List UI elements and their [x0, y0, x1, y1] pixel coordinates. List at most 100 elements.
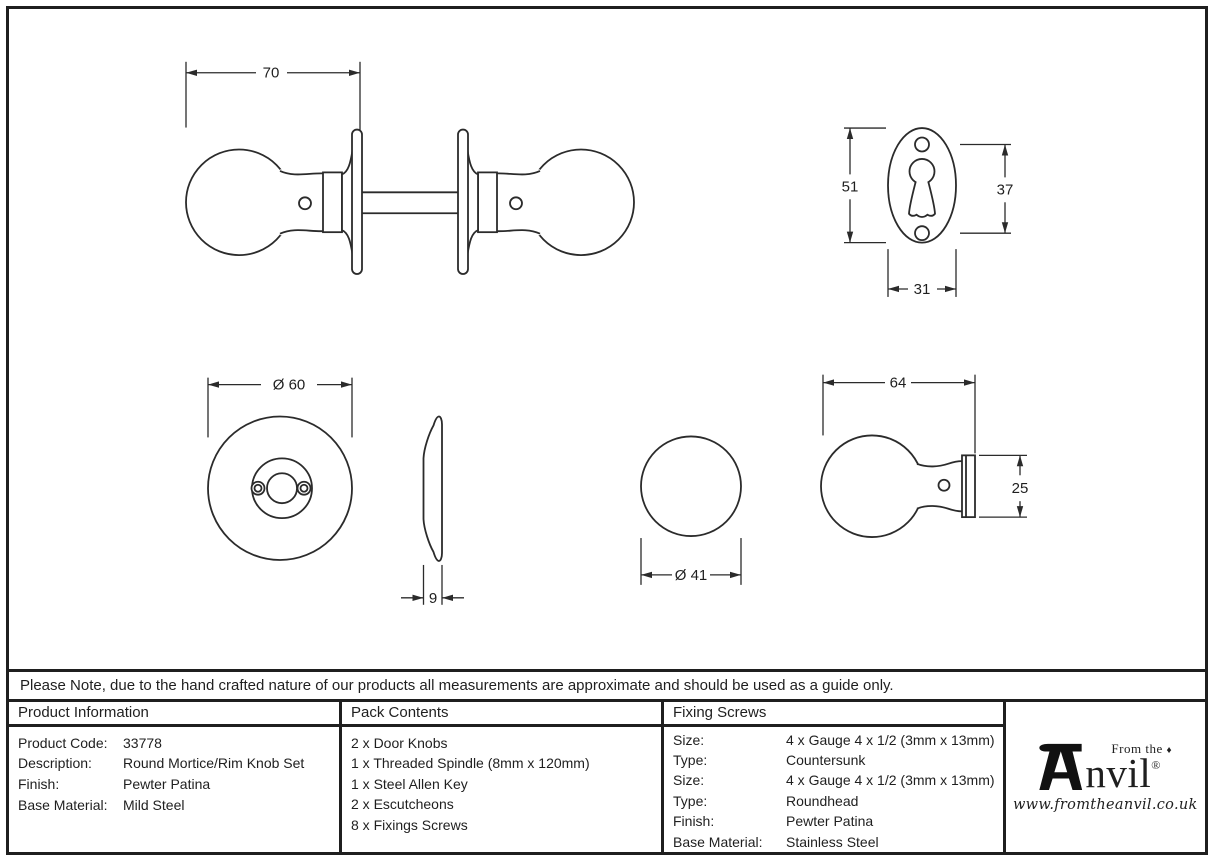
pack-contents-section: Pack Contents 2 x Door Knobs 1 x Threade… — [342, 701, 664, 852]
left-grub-screw-hole — [298, 196, 312, 211]
right-knob-ball — [527, 148, 635, 256]
row-value: Round Mortice/Rim Knob Set — [123, 755, 305, 772]
from-the-anvil-logo: From the ♦ nvil® www.fromtheanvil.co.uk — [1013, 740, 1198, 814]
right-door-knob — [457, 128, 635, 275]
row-label: Base Material: — [18, 796, 108, 813]
technical-drawing-canvas: 70 — [185, 61, 1028, 607]
info-table: Product Information Product Code: 33778 D… — [9, 701, 1205, 852]
row-value: Mild Steel — [123, 796, 185, 813]
logo-text-block: From the ♦ nvil® — [1085, 741, 1172, 794]
pack-contents-body: 2 x Door Knobs 1 x Threaded Spindle (8mm… — [342, 727, 661, 836]
table-row: Type: Countersunk — [673, 750, 995, 770]
dim-escutcheon-width: 31 — [887, 249, 957, 298]
table-row: Size:4 x Gauge 4 x 1/2 (3mm x 13mm) — [673, 770, 995, 790]
dim-label-31: 31 — [914, 281, 931, 298]
row-label: Type: — [673, 792, 708, 809]
dim-label-64: 64 — [890, 375, 907, 392]
table-row: Description: Round Mortice/Rim Knob Set — [18, 753, 331, 774]
list-item: 2 x Escutcheons — [351, 796, 454, 813]
dim-knob-base-diameter: 25 — [979, 454, 1028, 518]
dim-label-9: 9 — [429, 590, 437, 607]
dim-rose-thickness: 9 — [401, 564, 464, 607]
dim-knob-set-width: 70 — [185, 61, 361, 133]
diamond-ornament: ♦ — [1166, 744, 1173, 756]
row-value: Pewter Patina — [786, 813, 874, 830]
table-row: Finish: Pewter Patina — [673, 811, 995, 831]
rose-left-screw-hole — [250, 480, 266, 496]
drawing-knob-set-front: 70 — [185, 61, 635, 275]
row-value: Pewter Patina — [123, 775, 211, 792]
table-row: Type: Roundhead — [673, 791, 995, 811]
logo-wordmark: From the ♦ nvil® — [1038, 740, 1172, 794]
fixing-screws-section: Fixing Screws Size: 4 x Gauge 4 x 1/2 (3m… — [664, 701, 1006, 852]
right-grub-screw-hole — [509, 196, 523, 211]
row-label: Type: — [673, 751, 708, 768]
table-row: Base Material:Stainless Steel — [673, 832, 995, 852]
dim-label-70: 70 — [263, 65, 280, 82]
table-row: Finish:Pewter Patina — [18, 774, 331, 795]
dim-label-51: 51 — [842, 178, 859, 195]
dim-escutcheon-height: 51 — [842, 127, 886, 244]
drawing-rose-side: 9 — [401, 415, 464, 607]
drawing-knob-front: Ø 41 — [640, 435, 742, 585]
right-knob-collar — [477, 171, 498, 234]
row-label: Product Code: — [18, 734, 108, 751]
dim-knob-projection: 64 — [822, 375, 976, 454]
dim-rose-diameter: Ø 60 — [207, 377, 353, 438]
row-label: Finish: — [673, 813, 715, 830]
knob-side-base — [961, 454, 976, 519]
row-value: Roundhead — [786, 792, 859, 809]
logo-tagline: From the ♦ — [1085, 741, 1172, 757]
table-row: Base Material: Mild Steel — [18, 795, 331, 816]
product-information-body: Product Code: 33778 Description: Round Mor… — [9, 727, 339, 816]
escutcheon-top-screw-hole — [914, 136, 930, 153]
left-rose-profile — [351, 128, 363, 275]
drawing-knob-side: 64 25 — [820, 375, 1028, 538]
brand-name: nvil® — [1085, 752, 1172, 793]
brand-logo-cell: From the ♦ nvil® www.fromtheanvil.co.uk — [1006, 702, 1205, 852]
fixing-screws-body: Size: 4 x Gauge 4 x 1/2 (3mm x 13mm) Type… — [664, 727, 1003, 852]
left-knob-collar — [322, 171, 343, 234]
note-text: Please Note, due to the hand crafted nat… — [20, 676, 894, 694]
keyhole — [908, 158, 936, 218]
list-item: 8 x Fixings Screws — [351, 816, 468, 833]
row-value: Countersunk — [786, 751, 866, 768]
list-item: 1 x Threaded Spindle (8mm x 120mm) — [351, 755, 590, 772]
row-label: Size: — [673, 772, 705, 789]
spindle — [362, 191, 458, 215]
rose-right-screw-hole — [296, 480, 312, 496]
list-item: 1 x Steel Allen Key — [351, 775, 468, 792]
table-row: Size: 4 x Gauge 4 x 1/2 (3mm x 13mm) — [673, 730, 995, 750]
spec-sheet: 70 — [6, 6, 1208, 855]
anvil-icon — [1039, 744, 1083, 791]
left-door-knob — [185, 128, 363, 275]
escutcheon-bottom-screw-hole — [914, 225, 930, 242]
fixing-screws-header: Fixing Screws — [664, 702, 1003, 727]
table-row: Product Code: 33778 — [18, 733, 331, 754]
product-information-header: Product Information — [9, 702, 339, 727]
measurement-note: Please Note, due to the hand crafted nat… — [9, 668, 1205, 702]
dim-knob-diameter: Ø 41 — [640, 538, 742, 585]
right-rose-profile — [457, 128, 469, 275]
row-value: 4 x Gauge 4 x 1/2 (3mm x 13mm) — [786, 731, 995, 748]
dim-escutcheon-keyhole-span: 37 — [960, 143, 1013, 234]
row-label: Description: — [18, 755, 92, 772]
list-item: 2 x Door Knobs — [351, 734, 448, 751]
product-information-section: Product Information Product Code: 33778 D… — [9, 701, 342, 852]
left-knob-ball — [185, 148, 293, 256]
brand-suffix: nvil — [1085, 749, 1152, 796]
rose-side-profile — [422, 415, 443, 562]
drawing-escutcheon: 51 37 — [842, 127, 1013, 298]
dim-label-d41: Ø 41 — [675, 567, 708, 584]
knob-front-ball — [640, 435, 742, 537]
registered-mark: ® — [1151, 757, 1161, 772]
technical-drawings: 70 — [9, 9, 1205, 669]
row-label: Size: — [673, 731, 705, 748]
knob-side-ball — [820, 434, 924, 538]
row-value: Stainless Steel — [786, 833, 879, 850]
row-value: 33778 — [123, 734, 162, 751]
tagline-text: From the — [1111, 740, 1163, 756]
pack-contents-header: Pack Contents — [342, 702, 661, 727]
rose-spindle-hole — [266, 472, 298, 505]
drawing-rose-front: Ø 60 — [207, 377, 353, 561]
